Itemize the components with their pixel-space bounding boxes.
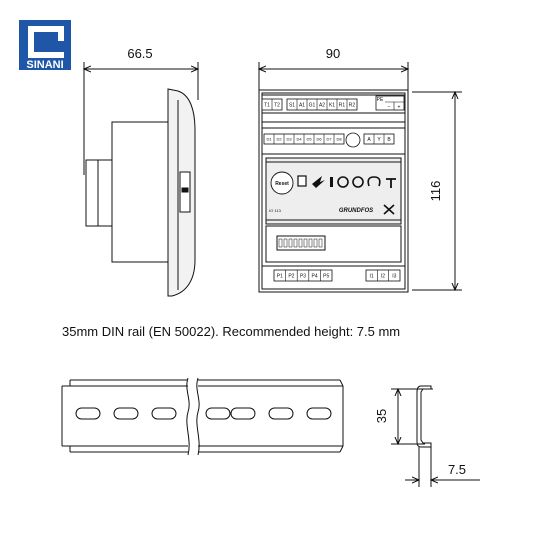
- rail-caption: 35mm DIN rail (EN 50022). Recommended he…: [62, 324, 400, 339]
- terminal-label: D5: [306, 137, 312, 142]
- terminal-label: P3: [300, 274, 306, 280]
- terminal-label: T2: [274, 103, 280, 109]
- terminal-label: D3: [286, 137, 292, 142]
- terminal-label: A1: [299, 103, 305, 109]
- side-view: [84, 62, 198, 297]
- logo-text: SINANI: [26, 59, 63, 71]
- terminal-label: S1: [289, 103, 295, 109]
- terminal-label: I3: [392, 274, 396, 280]
- terminal-label: D7: [326, 137, 332, 142]
- din-rail-front: [61, 377, 344, 456]
- terminal-label: T1: [264, 103, 270, 109]
- status-led: [345, 132, 361, 148]
- side-width-label: 66.5: [127, 46, 152, 61]
- terminal-label: G1: [309, 103, 316, 109]
- terminal-label: Y: [377, 137, 381, 143]
- bottom-terminals-left: P1 P2 P3 P4 P5: [273, 269, 333, 282]
- terminal-label: D4: [296, 137, 302, 142]
- indicator-icons: [297, 175, 396, 188]
- terminal-label: D1: [266, 137, 272, 142]
- reset-button: [270, 171, 294, 195]
- front-view: T1 T2 S1 A1 G1 A2 K1 R1 R2 PE − +: [259, 62, 462, 293]
- row2-terminals-right: A Y B: [363, 133, 395, 145]
- model-label: IO 113: [269, 208, 281, 213]
- terminal-label: D2: [276, 137, 282, 142]
- top-terminals-left: T1 T2: [261, 98, 283, 111]
- bottom-terminals-right: I1 I2 I3: [365, 269, 401, 282]
- reset-label: Reset: [275, 181, 289, 187]
- terminal-label: I2: [381, 274, 385, 280]
- brand-x-icon: [383, 204, 395, 215]
- sinani-logo: SINANI: [19, 20, 71, 71]
- terminal-label: P2: [288, 274, 294, 280]
- terminal-label: A2: [319, 103, 325, 109]
- terminal-label: D8: [336, 137, 342, 142]
- terminal-label: P5: [323, 274, 329, 280]
- front-height-label: 116: [428, 181, 443, 202]
- din-rail-profile: [391, 385, 480, 487]
- plus-symbol: +: [398, 105, 401, 111]
- terminal-label: I1: [370, 274, 374, 280]
- terminal-label: R1: [339, 103, 346, 109]
- terminal-label: R2: [349, 103, 356, 109]
- terminal-label: K1: [329, 103, 335, 109]
- terminal-label: D6: [316, 137, 322, 142]
- top-terminals-mid: S1 A1 G1 A2 K1 R1 R2: [286, 98, 358, 111]
- front-width-label: 90: [326, 46, 340, 61]
- terminal-label: PE: [377, 97, 384, 103]
- rail-depth-label: 7.5: [448, 462, 466, 477]
- top-terminals-right: PE − +: [375, 95, 405, 111]
- terminal-label: B: [387, 137, 391, 143]
- dip-switches: [278, 238, 323, 248]
- terminal-label: P4: [312, 274, 318, 280]
- terminal-label: P1: [277, 274, 283, 280]
- row2-terminals: D1 D2 D3 D4 D5 D6 D7 D8: [263, 133, 345, 145]
- minus-symbol: −: [388, 105, 391, 111]
- terminal-label: A: [367, 137, 371, 143]
- brand-label: GRUNDFOS: [339, 208, 373, 214]
- rail-height-label: 35: [374, 409, 389, 423]
